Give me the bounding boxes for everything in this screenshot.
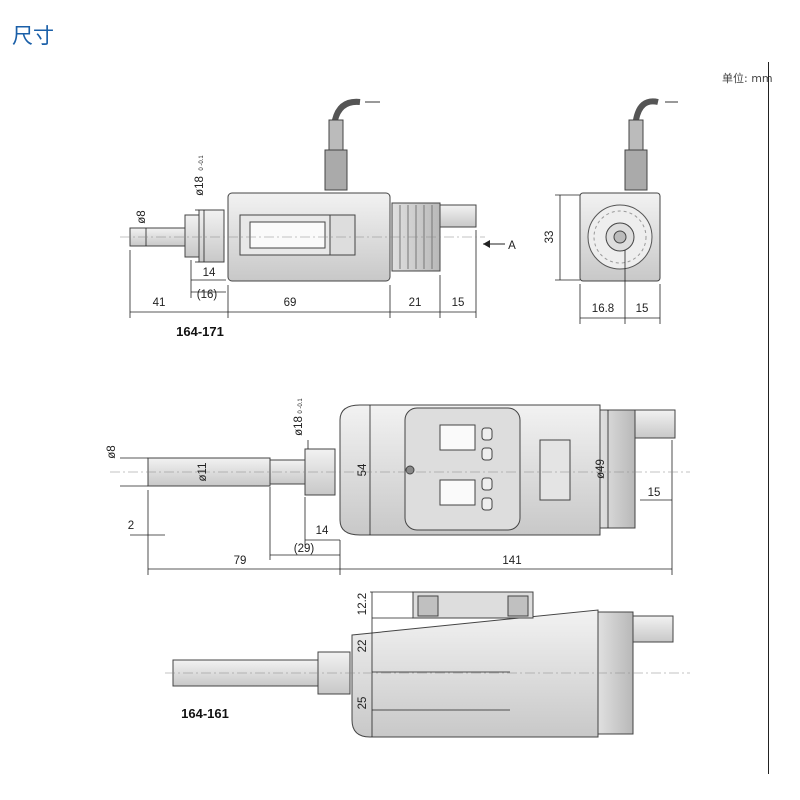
v3-dim-79: 79 <box>234 555 247 567</box>
v3-dim-d11: ø11 <box>197 463 209 482</box>
v3-dim-2: 2 <box>128 520 134 532</box>
v1-dim-21: 21 <box>409 297 422 309</box>
v3-dim-d8: ø8 <box>106 445 118 458</box>
v1-dim-d18-tolerance: 0 -0.1 <box>199 155 205 171</box>
page-title: 尺寸 <box>12 24 54 48</box>
model-label-164-161: 164-161 <box>181 706 229 721</box>
v4-dim-25: 25 <box>357 697 369 710</box>
v1-dim-41: 41 <box>153 297 166 309</box>
v4-dim-12-2: 12.2 <box>357 593 369 615</box>
v2-dim-33: 33 <box>544 231 556 244</box>
ratchet <box>439 204 477 228</box>
v3-dim-15: 15 <box>648 487 661 499</box>
v3-dim-d18-tolerance: 0 -0.1 <box>298 398 304 414</box>
top-thimble <box>599 409 636 529</box>
top-ratchet <box>634 409 676 439</box>
v3-dim-141: 141 <box>502 555 521 567</box>
v1-dim-69: 69 <box>284 297 297 309</box>
v3-dim-d18: ø18 <box>293 416 305 436</box>
v3-dim-14: 14 <box>316 525 329 537</box>
view-3-top <box>110 404 690 575</box>
v2-dim-16-8: 16.8 <box>592 303 614 315</box>
v1-dim-d8: ø8 <box>136 210 148 223</box>
v3-dim-29: (29) <box>294 543 315 555</box>
v1-dim-14: 14 <box>203 267 216 279</box>
right-border-line <box>768 62 769 774</box>
v3-dim-54: 54 <box>357 463 369 476</box>
v1-arrow-label: A <box>508 240 516 252</box>
v1-dim-15: 15 <box>452 297 465 309</box>
view-4-side <box>165 591 690 738</box>
view-1-front <box>120 98 505 318</box>
sleeve <box>198 209 225 263</box>
view-2-end <box>555 98 678 324</box>
unit-label: 单位: mm <box>722 72 773 85</box>
side-body <box>351 609 599 738</box>
v1-dim-16: (16) <box>197 289 218 301</box>
model-label-164-171: 164-171 <box>176 324 224 339</box>
v2-dim-15: 15 <box>636 303 649 315</box>
v4-dim-22: 22 <box>357 640 369 653</box>
v1-dim-d18: ø18 <box>194 176 206 196</box>
v3-dim-d49: ø49 <box>595 459 607 479</box>
